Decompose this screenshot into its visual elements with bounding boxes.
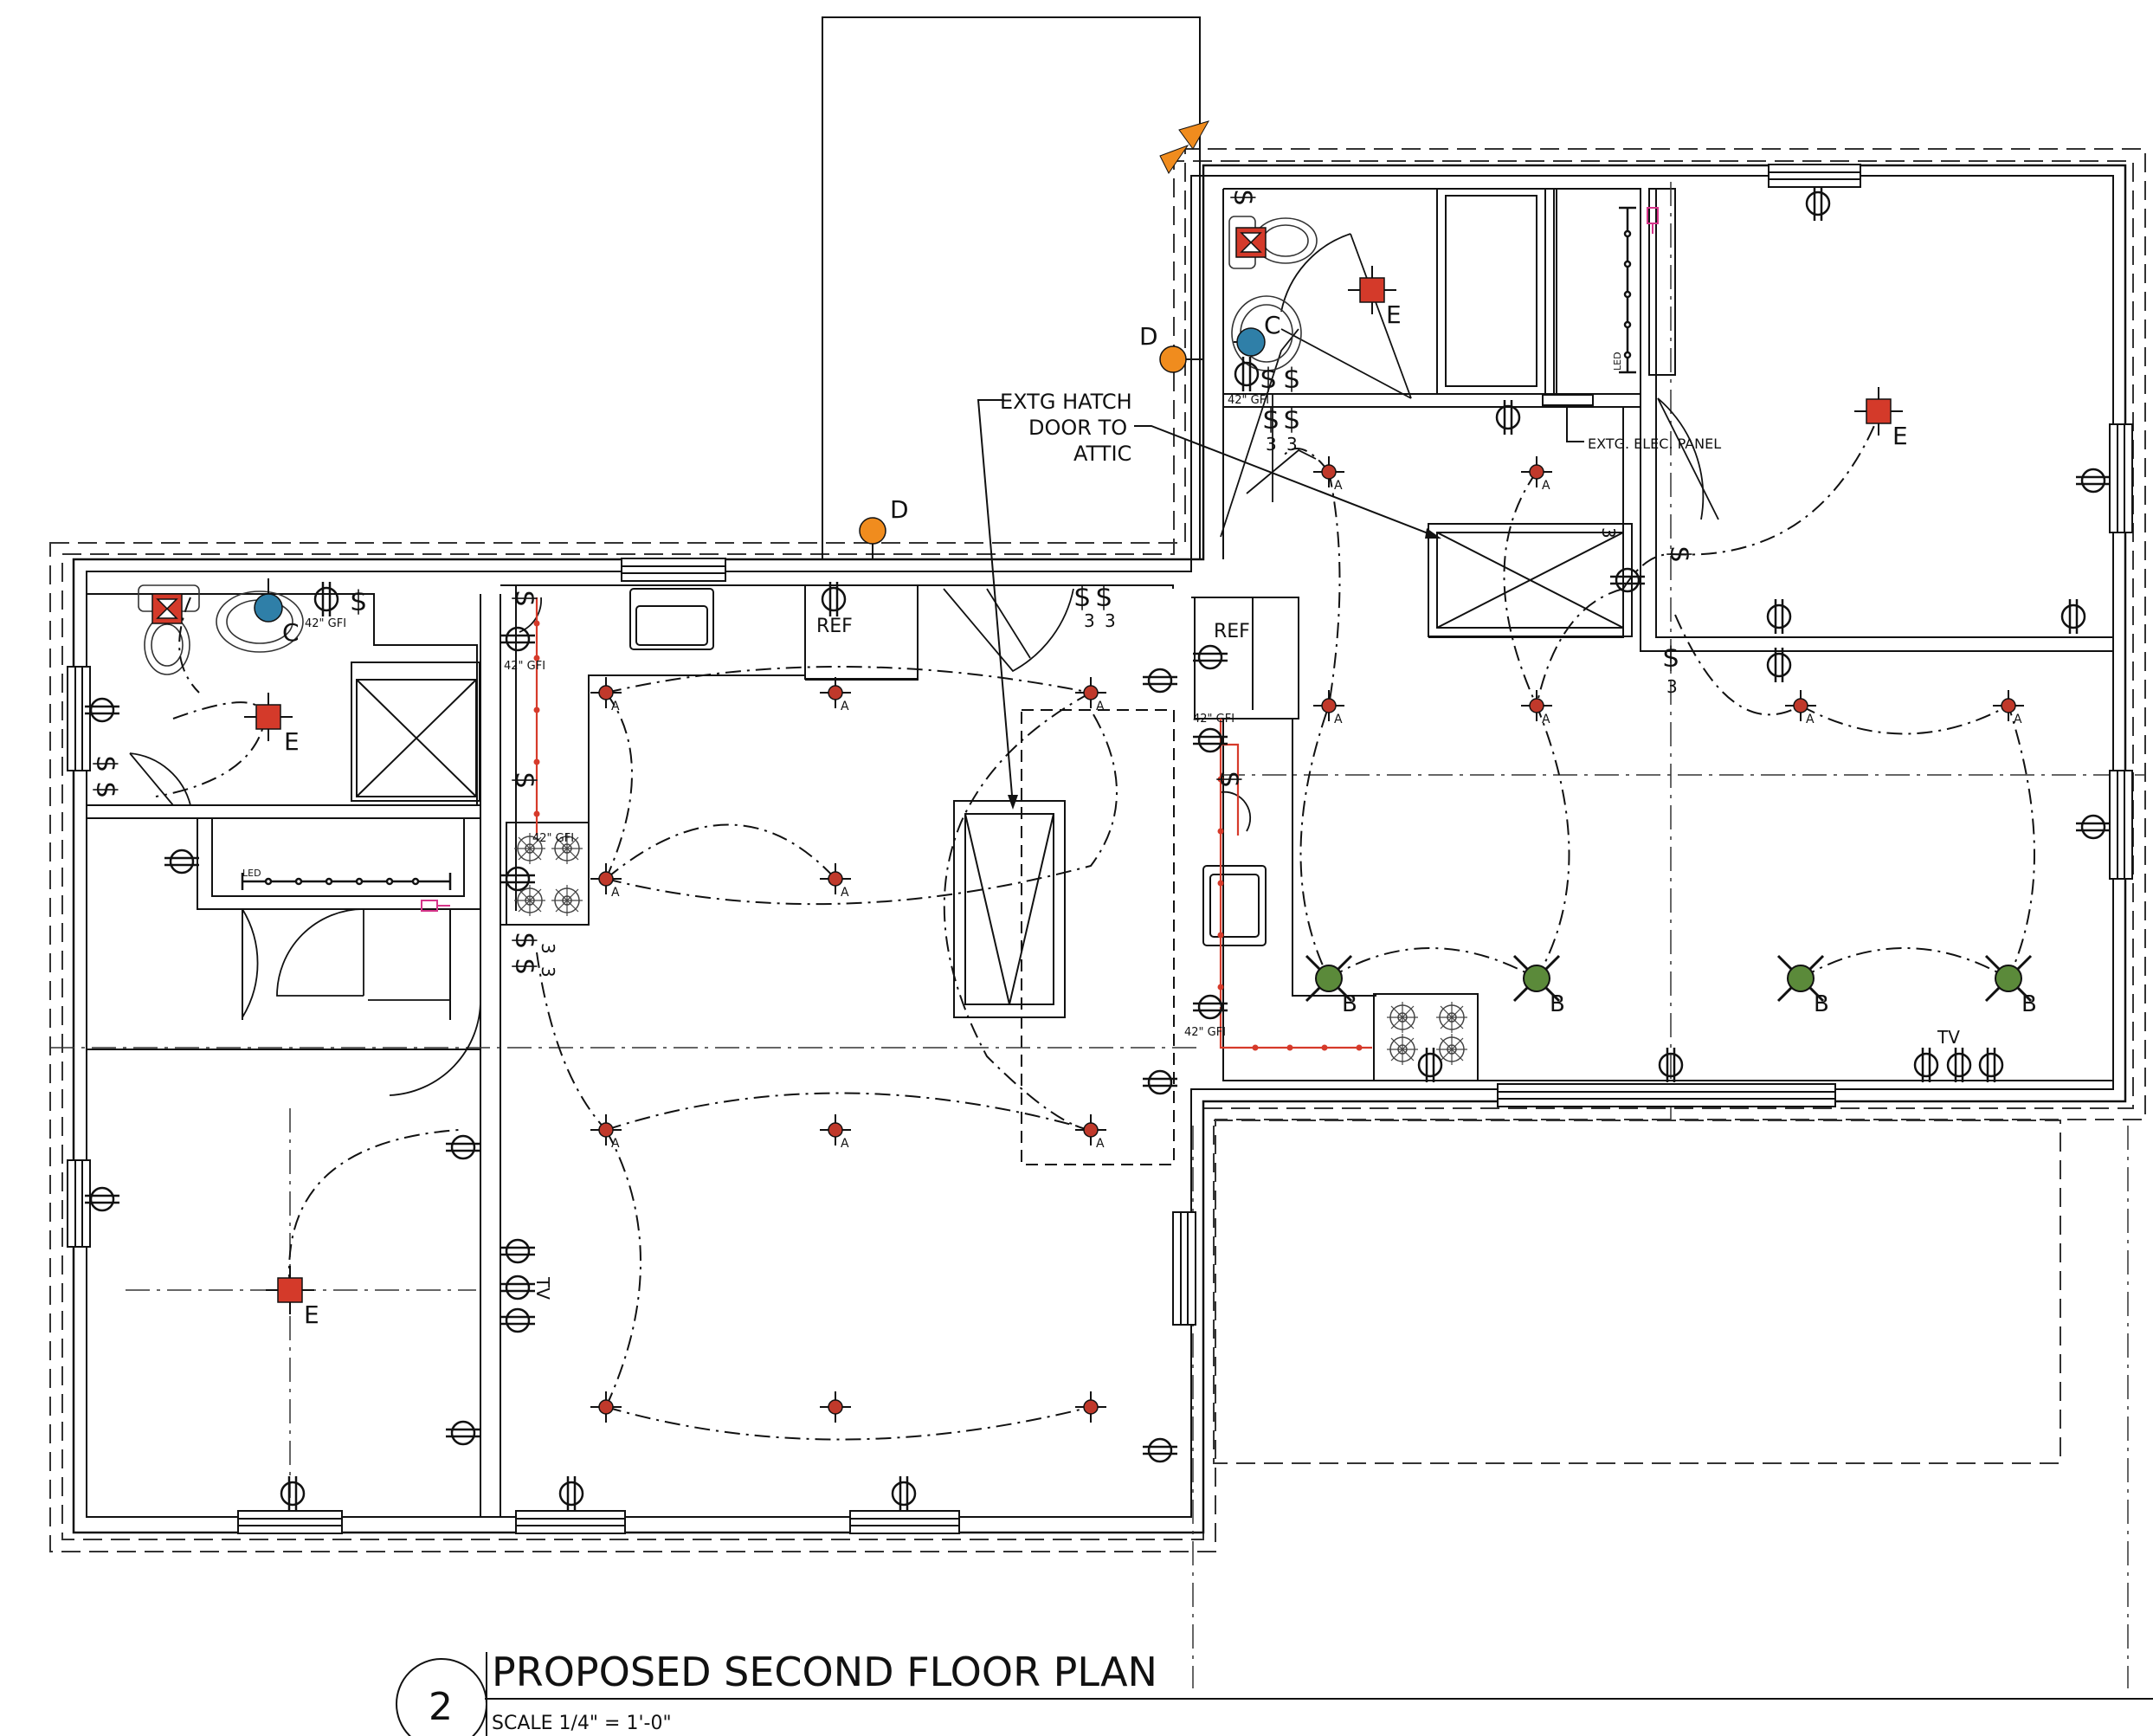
svg-text:$: $ xyxy=(509,932,542,949)
svg-text:$: $ xyxy=(1073,580,1091,613)
svg-text:$: $ xyxy=(1262,403,1280,436)
leader-lines xyxy=(977,399,1438,806)
svg-text:$: $ xyxy=(90,781,123,798)
svg-text:A: A xyxy=(1096,1137,1105,1151)
svg-text:3: 3 xyxy=(1286,434,1298,455)
svg-text:A: A xyxy=(841,886,849,900)
gfi-label: 42" GFI xyxy=(1184,1026,1226,1039)
windows xyxy=(67,164,2133,1534)
svg-text:D: D xyxy=(1139,322,1158,351)
svg-text:A: A xyxy=(1334,479,1343,493)
hatch-label-line-1: EXTG HATCH xyxy=(1000,390,1132,414)
gfi-label: 42" GFI xyxy=(305,617,346,630)
hatch-label-line-3: ATTIC xyxy=(1073,442,1131,466)
svg-text:$: $ xyxy=(1662,641,1679,674)
svg-text:3: 3 xyxy=(538,943,558,954)
svg-text:A: A xyxy=(1542,713,1550,726)
switches: $ $ $ $ $ $ $ $ $ $ $ $ $ $ $ $ $ xyxy=(90,189,1697,975)
svg-text:D: D xyxy=(890,495,909,524)
svg-text:A: A xyxy=(841,1137,849,1151)
tv-label: TV xyxy=(532,1276,553,1300)
fixture-c-lights xyxy=(254,327,1266,623)
panel-label: EXTG. ELEC. PANEL xyxy=(1588,436,1721,452)
doors xyxy=(129,233,1719,1096)
svg-text:E: E xyxy=(284,727,300,756)
svg-text:B: B xyxy=(2021,991,2037,1017)
svg-text:$: $ xyxy=(1214,771,1247,788)
three-way-marks: 3 3 3 3 3 3 3 3 xyxy=(538,434,1678,978)
svg-text:$: $ xyxy=(1283,403,1300,436)
detail-number: 2 xyxy=(429,1685,453,1729)
gfi-label: 42" GFI xyxy=(532,832,574,845)
gfi-label: 42" GFI xyxy=(1193,713,1234,726)
plan-title: PROPOSED SECOND FLOOR PLAN xyxy=(492,1649,1157,1695)
svg-text:A: A xyxy=(611,1137,620,1151)
svg-text:3: 3 xyxy=(1084,610,1095,631)
dashed-roof-outline xyxy=(49,148,2146,1552)
svg-text:3: 3 xyxy=(538,966,558,978)
ref-label: REF xyxy=(816,616,853,637)
pink-accessory xyxy=(421,207,1659,912)
receptacles xyxy=(83,184,2112,1513)
svg-text:E: E xyxy=(1386,300,1402,329)
svg-text:$: $ xyxy=(1283,362,1300,395)
svg-text:E: E xyxy=(1892,422,1908,450)
svg-text:B: B xyxy=(1814,991,1829,1017)
svg-text:3: 3 xyxy=(1598,527,1619,539)
gfi-label: 42" GFI xyxy=(1228,394,1269,407)
svg-text:$: $ xyxy=(509,958,542,975)
svg-text:B: B xyxy=(1342,991,1357,1017)
svg-text:A: A xyxy=(841,700,849,713)
led-label: LED xyxy=(242,868,261,879)
exterior-walls xyxy=(72,164,2127,1534)
svg-text:A: A xyxy=(1542,479,1550,493)
stove-burners xyxy=(513,832,1468,1066)
title-block xyxy=(396,1652,2153,1736)
svg-text:$: $ xyxy=(1228,189,1260,206)
toilets xyxy=(138,216,1318,675)
switch-wiring xyxy=(155,415,2035,1441)
leader-arrow xyxy=(1008,795,1018,810)
led-label: LED xyxy=(1612,352,1623,371)
svg-text:B: B xyxy=(1550,991,1565,1017)
svg-text:$: $ xyxy=(90,755,123,772)
led-strip xyxy=(241,206,1636,890)
svg-text:A: A xyxy=(1096,700,1105,713)
fixture-tags: A A A A A A A A A A A A A A B B B B C C … xyxy=(282,300,2037,1329)
gfi-label: 42" GFI xyxy=(504,660,545,673)
svg-text:3: 3 xyxy=(1105,610,1116,631)
svg-text:$: $ xyxy=(509,590,542,607)
svg-text:A: A xyxy=(611,886,620,900)
gfi-circuit-dots xyxy=(533,620,1363,1051)
svg-text:A: A xyxy=(1806,713,1815,726)
fixture-d-lights xyxy=(859,120,1210,560)
svg-text:A: A xyxy=(2014,713,2022,726)
interior-walls xyxy=(87,188,2113,1517)
svg-text:$: $ xyxy=(350,584,367,617)
svg-text:A: A xyxy=(611,700,620,713)
svg-text:A: A xyxy=(1334,713,1343,726)
svg-text:E: E xyxy=(304,1300,319,1329)
svg-text:$: $ xyxy=(1095,580,1112,613)
svg-text:$: $ xyxy=(509,771,542,789)
svg-text:3: 3 xyxy=(1666,676,1678,697)
ref-label: REF xyxy=(1214,621,1250,642)
attic-rectangle xyxy=(822,16,1201,560)
hatch-label-line-2: DOOR TO xyxy=(1028,416,1127,440)
svg-text:C: C xyxy=(1264,311,1281,339)
plan-scale: SCALE 1/4" = 1'-0" xyxy=(492,1713,672,1734)
svg-text:3: 3 xyxy=(1266,434,1277,455)
leader-arrow xyxy=(1425,528,1441,539)
electrical-panel xyxy=(1542,394,1594,442)
svg-text:$: $ xyxy=(1664,545,1697,563)
tv-label: TV xyxy=(1937,1027,1960,1048)
svg-text:C: C xyxy=(282,618,300,647)
svg-text:$: $ xyxy=(1260,362,1277,395)
